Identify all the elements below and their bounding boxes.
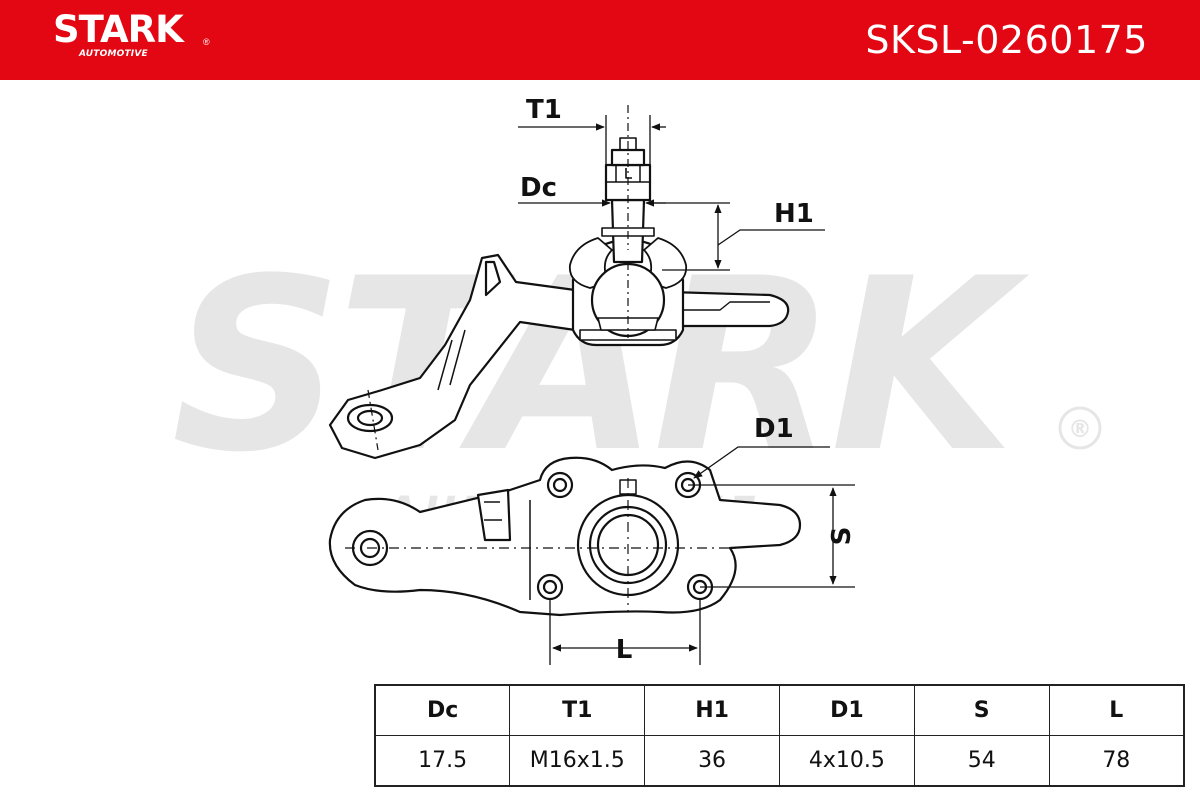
dim-label-t1: T1 xyxy=(526,95,562,125)
watermark-registered-mark: ® xyxy=(1068,415,1092,443)
spec-header-l: L xyxy=(1048,684,1185,736)
spec-value-l: 78 xyxy=(1048,735,1185,787)
arm-tab xyxy=(484,260,502,297)
spec-header-dc: Dc xyxy=(374,684,511,736)
spec-table-value-row: 17.5 M16x1.5 36 4x10.5 54 78 xyxy=(374,735,1185,787)
t1-extension-lines xyxy=(605,115,651,165)
s-extension-lines xyxy=(688,484,855,588)
right-extension xyxy=(668,290,790,328)
flange-body xyxy=(328,456,802,617)
part-number: SKSL-0260175 xyxy=(865,18,1148,62)
arm-edge-lines xyxy=(437,329,466,391)
dim-label-d1: D1 xyxy=(754,414,794,444)
l-extension-lines xyxy=(549,600,701,665)
d1-leader xyxy=(693,446,830,479)
spec-value-t1: M16x1.5 xyxy=(509,735,646,787)
bolt-hole-bottom-left-inner xyxy=(542,579,558,595)
brand-name: STARK xyxy=(53,8,184,51)
dim-label-h1: H1 xyxy=(774,199,814,229)
spec-header-h1: H1 xyxy=(644,684,780,736)
cotter-pin xyxy=(625,168,632,179)
stud-tip-top xyxy=(619,137,637,150)
right-extension-detail xyxy=(672,301,770,311)
brand-logo: STARK ® AUTOMOTIVE xyxy=(53,8,210,60)
dim-label-dc: Dc xyxy=(520,173,557,203)
spec-table-header-row: Dc T1 H1 D1 S L xyxy=(374,684,1185,736)
stud-thread-tip xyxy=(610,148,646,167)
ball-joint-side-view xyxy=(328,105,790,460)
arm-body xyxy=(328,253,577,460)
h1-extension-lines xyxy=(648,202,730,271)
bolt-hole-top-left-inner xyxy=(552,477,568,493)
spec-value-d1: 4x10.5 xyxy=(778,735,915,787)
spec-table: Dc T1 H1 D1 S L 17.5 M16x1.5 36 4x10.5 5… xyxy=(374,684,1185,787)
flange-tab xyxy=(476,488,512,542)
header-bar: STARK ® AUTOMOTIVE SKSL-0260175 xyxy=(0,0,1200,80)
flange-tab-ribs xyxy=(484,501,502,521)
watermark-registered-circle xyxy=(1058,406,1102,450)
brand-subtitle: AUTOMOTIVE xyxy=(79,49,148,59)
arm-center-line xyxy=(367,389,379,451)
ball-joint-top-view xyxy=(328,456,802,617)
spec-header-t1: T1 xyxy=(509,684,646,736)
spec-header-d1: D1 xyxy=(778,684,915,736)
brand-registered-mark: ® xyxy=(203,37,210,47)
spec-value-s: 54 xyxy=(913,735,1050,787)
spec-value-h1: 36 xyxy=(644,735,780,787)
arm-mount-hole-inner xyxy=(356,409,384,427)
spec-value-dc: 17.5 xyxy=(374,735,511,787)
h1-leader xyxy=(717,229,825,246)
dimension-lines xyxy=(518,115,855,665)
spec-header-s: S xyxy=(913,684,1050,736)
dim-label-l: L xyxy=(616,635,633,665)
dim-label-s: S xyxy=(827,527,857,546)
